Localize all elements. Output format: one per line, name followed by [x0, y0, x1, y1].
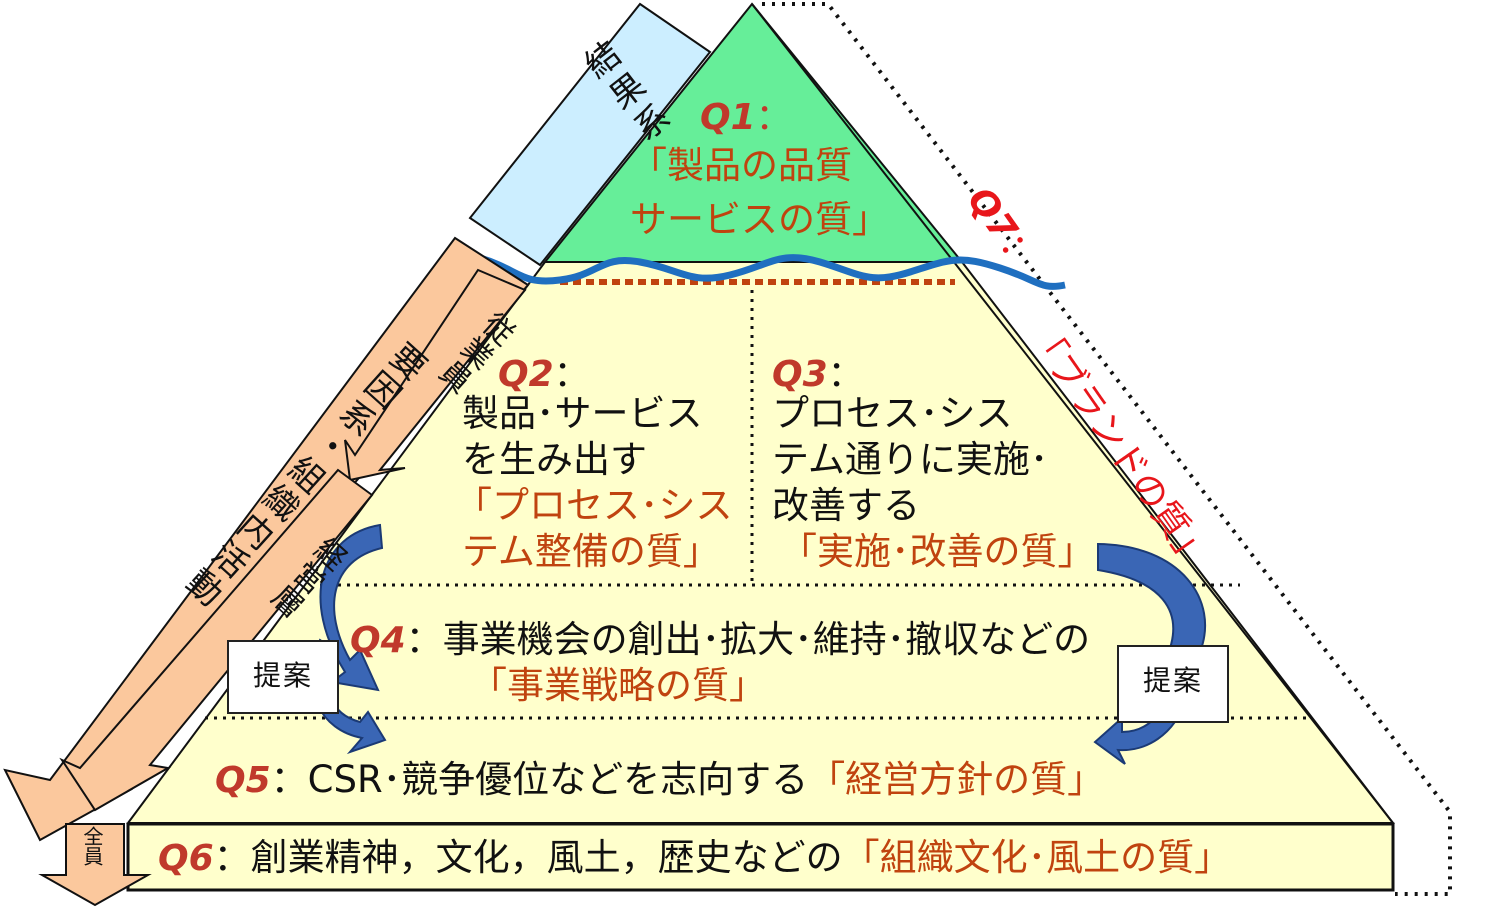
q6-text: ：創業精神，文化，風土，歴史などの — [213, 836, 843, 879]
q3-line2: テム通りに実施･ — [772, 438, 1049, 481]
q4-text: ：事業機会の創出･拡大･維持･撤収などの — [405, 618, 1091, 661]
q5-text: ：CSR･競争優位などを志向する — [270, 758, 809, 801]
q6-quality: 「組織文化･風土の質」 — [842, 836, 1232, 879]
q2-tag: Q2 — [498, 354, 554, 395]
proposal-box-left: 提案 — [227, 640, 339, 714]
q6-tag: Q6 — [158, 838, 214, 879]
proposal-right-text: 提案 — [1142, 664, 1203, 697]
q3-heading: Q3： — [772, 345, 864, 397]
q2-line3: 「プロセス･シス — [455, 484, 733, 527]
all-arrow — [38, 823, 152, 907]
q4-tag: Q4 — [350, 620, 406, 661]
employees-arrow — [344, 268, 527, 482]
q1-line1: 「製品の品質 — [630, 144, 852, 187]
q5-quality: 「経営方針の質」 — [808, 758, 1105, 801]
q4-line: Q4：事業機会の創出･拡大･維持･撤収などの — [350, 616, 1090, 664]
q1-tag: Q1 — [700, 97, 756, 138]
q6-line: Q6：創業精神，文化，風土，歴史などの「組織文化･風土の質」 — [158, 834, 1231, 882]
q3-line1: プロセス･シス — [772, 392, 1013, 435]
wave-line — [478, 254, 1066, 290]
q4-quality: 「事業戦略の質」 — [470, 664, 766, 707]
q5-line: Q5：CSR･競争優位などを志向する「経営方針の質」 — [215, 756, 1104, 804]
pyramid-top-q1 — [542, 2, 965, 263]
q2-line1: 製品･サービス — [462, 392, 703, 435]
q2-heading: Q2： — [498, 345, 590, 397]
q5-tag: Q5 — [215, 760, 271, 801]
management-arrow — [59, 468, 374, 812]
q3-tag: Q3 — [772, 354, 828, 395]
q6-box — [126, 822, 1395, 892]
q2-line4: テム整備の質」 — [462, 530, 720, 573]
q1-line2: サービスの質」 — [630, 198, 889, 241]
q3-sep: ： — [827, 354, 864, 395]
q2-sep: ： — [553, 354, 590, 395]
q2-line2: を生み出す — [462, 438, 647, 481]
proposal-box-right: 提案 — [1117, 645, 1229, 723]
all-label: 全員 — [80, 826, 104, 866]
q3-line3: 改善する — [772, 484, 920, 527]
q3-line4: 「実施･改善の質」 — [780, 530, 1095, 573]
results-label-box — [468, 2, 712, 267]
proposal-left-text: 提案 — [252, 659, 313, 692]
q1-heading: Q1： — [700, 88, 792, 140]
q1-sep: ： — [755, 97, 792, 138]
pyramid-right-edge — [751, 3, 1394, 824]
